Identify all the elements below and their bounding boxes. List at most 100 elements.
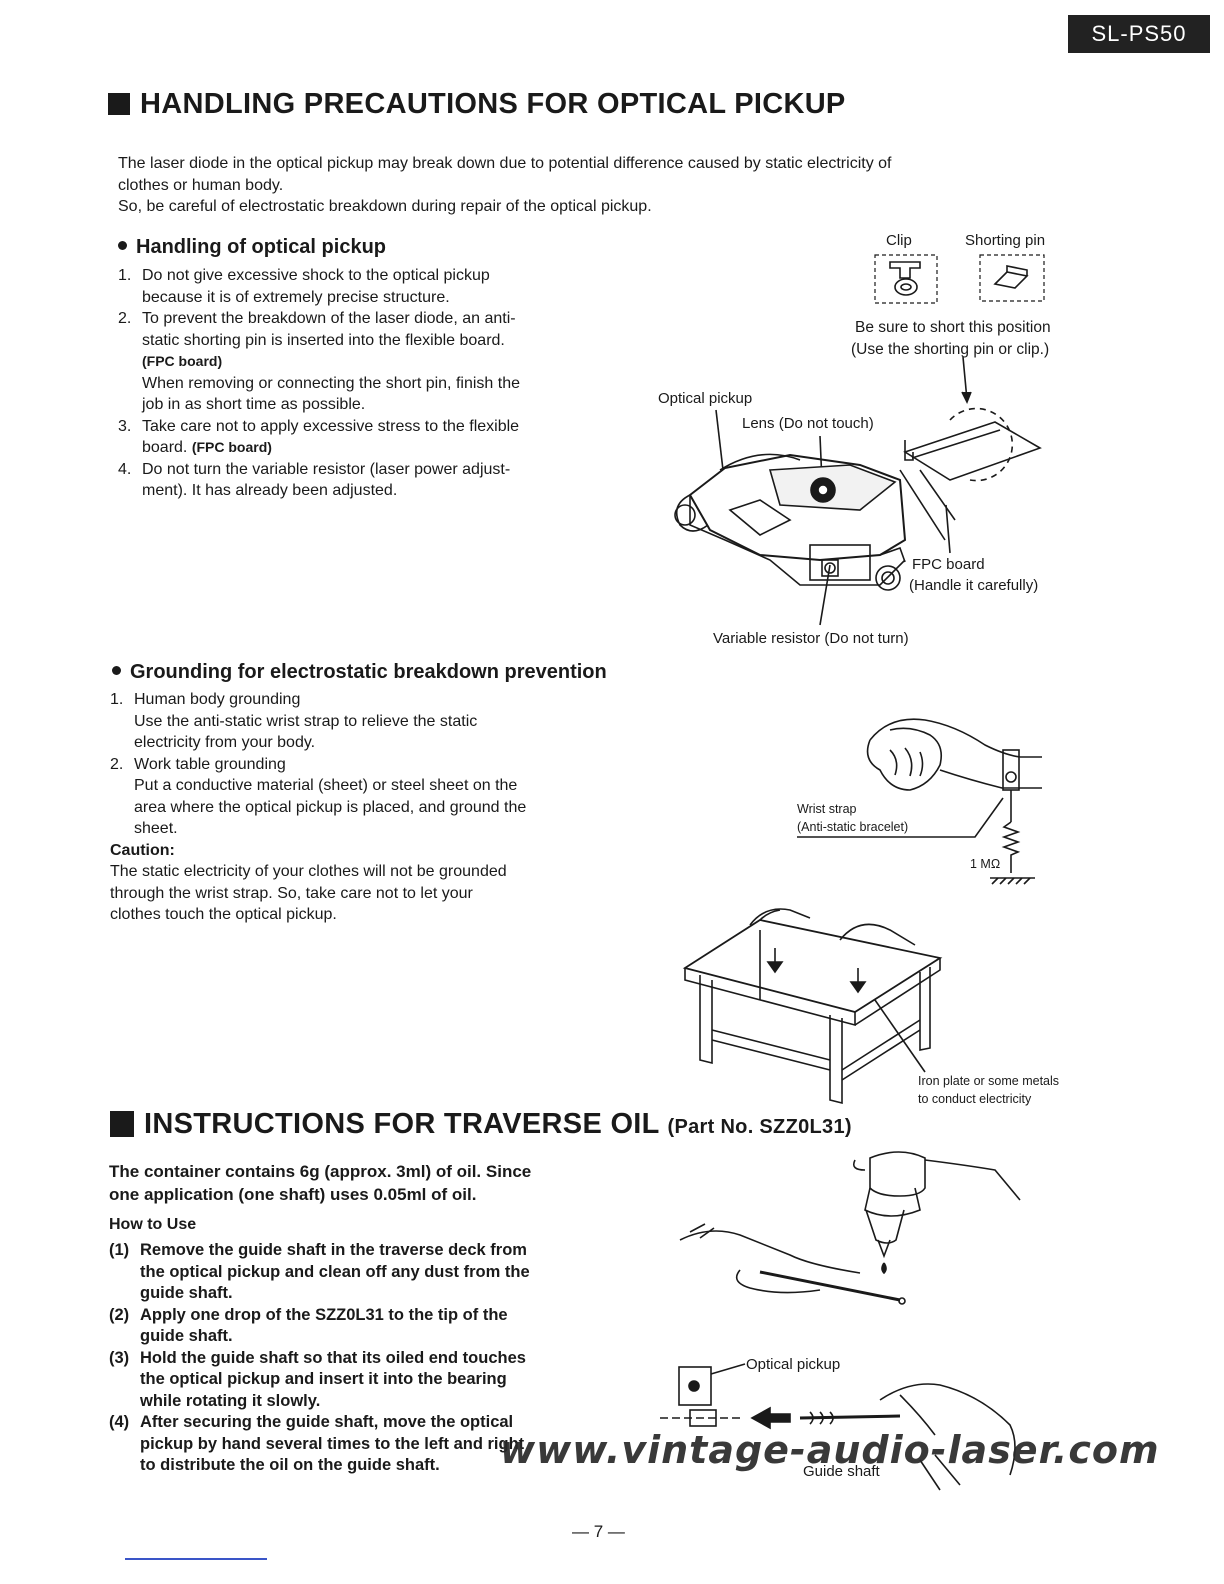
step-line: After securing the guide shaft, move the… (140, 1413, 514, 1431)
anti-static-label: (Anti-static bracelet) (797, 820, 909, 834)
step-line: pickup by hand several times to the left… (140, 1434, 525, 1453)
list-item: (2) Apply one drop of the SZZ0L31 to the… (109, 1305, 581, 1348)
step-line: the optical pickup and clean off any dus… (140, 1262, 530, 1281)
list-item: 4. Do not turn the variable resistor (la… (118, 459, 588, 502)
intro-line: So, be careful of electrostatic breakdow… (118, 198, 652, 215)
intro-line: one application (one shaft) uses 0.05ml … (109, 1185, 477, 1204)
list-item: 2. Work table grounding Put a conductive… (110, 754, 580, 840)
grounding-heading: Grounding for electrostatic breakdown pr… (112, 661, 607, 684)
section-title-text: HANDLING PRECAUTIONS FOR OPTICAL PICKUP (140, 88, 846, 120)
caution-label: Caution: (110, 841, 175, 859)
item-line: Take care not to apply excessive stress … (142, 417, 520, 435)
section-title-traverse-oil: INSTRUCTIONS FOR TRAVERSE OIL (Part No. … (110, 1108, 852, 1141)
item-tag: (FPC board) (142, 353, 223, 369)
item-number: 3. (118, 417, 132, 435)
item-number: 2. (118, 310, 132, 327)
wrist-strap-label: Wrist strap (797, 802, 857, 816)
fpc-label-line2: (Handle it carefully) (909, 577, 1039, 594)
caution-line: through the wrist strap. So, take care n… (110, 884, 473, 902)
item-line-text: board. (142, 439, 188, 456)
item-line: Do not give excessive shock to the optic… (142, 267, 490, 284)
grounding-heading-text: Grounding for electrostatic breakdown pr… (130, 661, 607, 683)
oil-intro: The container contains 6g (approx. 3ml) … (109, 1160, 589, 1206)
item-line: area where the optical pickup is placed,… (134, 798, 527, 816)
intro-line: clothes or human body. (118, 176, 284, 194)
list-item: 2. To prevent the breakdown of the laser… (118, 308, 588, 416)
step-line: guide shaft. (140, 1284, 233, 1302)
grounding-diagram (682, 718, 1042, 1105)
part-number: (Part No. SZZ0L31) (667, 1116, 852, 1138)
item-line: ment). It has already been adjusted. (142, 482, 398, 499)
item-number: 4. (118, 460, 132, 478)
step-line: the optical pickup and insert it into th… (140, 1370, 507, 1388)
item-line: Do not turn the variable resistor (laser… (142, 460, 511, 478)
iron-plate-label-line2: to conduct electricity (918, 1092, 1032, 1106)
item-number: 2. (110, 755, 124, 773)
section-title-handling: HANDLING PRECAUTIONS FOR OPTICAL PICKUP (108, 88, 846, 121)
bullet-icon (118, 241, 127, 250)
fpc-label-line1: FPC board (912, 556, 985, 573)
item-line: Put a conductive material (sheet) or ste… (134, 777, 518, 794)
iron-plate-label-line1: Iron plate or some metals (918, 1074, 1060, 1088)
item-title: Work table grounding (134, 755, 286, 773)
step-number: (4) (109, 1413, 130, 1431)
item-line: electricity from your body. (134, 734, 316, 751)
square-bullet-icon (110, 1111, 134, 1137)
footer-rule (125, 1558, 267, 1560)
optical-pickup-diagram (674, 254, 1045, 626)
variable-resistor-label: Variable resistor (Do not turn) (713, 630, 909, 647)
step-number: (3) (109, 1348, 130, 1367)
list-item: (1) Remove the guide shaft in the traver… (109, 1240, 581, 1305)
list-item: (3) Hold the guide shaft so that its oil… (109, 1348, 581, 1413)
list-item: 1. Do not give excessive shock to the op… (118, 265, 588, 308)
resistor-label: 1 MΩ (970, 857, 1001, 871)
step-line: guide shaft. (140, 1327, 233, 1345)
step-line: Hold the guide shaft so that its oiled e… (140, 1348, 526, 1367)
list-item: 1. Human body grounding Use the anti-sta… (110, 689, 580, 754)
caution-line: clothes touch the optical pickup. (110, 906, 337, 923)
list-item: 3. Take care not to apply excessive stre… (118, 416, 588, 459)
steps-list: (1) Remove the guide shaft in the traver… (109, 1240, 581, 1477)
handling-list: 1. Do not give excessive shock to the op… (118, 265, 588, 502)
item-tag: (FPC board) (191, 439, 272, 455)
figure3-optical-pickup-label: Optical pickup (746, 1356, 841, 1373)
item-title: Human body grounding (134, 691, 301, 708)
item-line: because it is of extremely precise struc… (142, 288, 450, 306)
optical-pickup-label: Optical pickup (658, 390, 753, 407)
item-line: sheet. (134, 820, 178, 837)
item-line: static shorting pin is inserted into the… (142, 331, 505, 349)
guide-shaft-label: Guide shaft (803, 1463, 880, 1480)
item-line: When removing or connecting the short pi… (142, 374, 520, 392)
section-title-text: INSTRUCTIONS FOR TRAVERSE OIL (144, 1108, 660, 1140)
model-badge: SL-PS50 (1068, 15, 1210, 53)
shorting-pin-label: Shorting pin (965, 232, 1046, 249)
step-line: while rotating it slowly. (140, 1391, 321, 1410)
square-bullet-icon (108, 93, 130, 115)
clip-label: Clip (886, 232, 912, 249)
step-number: (1) (109, 1241, 130, 1259)
handling-heading-text: Handling of optical pickup (136, 236, 386, 258)
caution-line: The static electricity of your clothes w… (110, 863, 507, 880)
item-line: board. (FPC board) (142, 437, 588, 459)
short-note-line2: (Use the shorting pin or clip.) (851, 341, 1050, 358)
item-number: 1. (118, 267, 132, 284)
list-item: (4) After securing the guide shaft, move… (109, 1412, 581, 1477)
step-line: Apply one drop of the SZZ0L31 to the tip… (140, 1305, 508, 1324)
handling-heading: Handling of optical pickup (118, 236, 386, 259)
intro-line: The container contains 6g (approx. 3ml) … (109, 1162, 532, 1181)
intro-line: The laser diode in the optical pickup ma… (118, 155, 892, 172)
step-line: Remove the guide shaft in the traverse d… (140, 1241, 527, 1259)
item-number: 1. (110, 691, 124, 708)
item-line: To prevent the breakdown of the laser di… (142, 310, 516, 327)
how-to-heading: How to Use (109, 1216, 197, 1233)
step-line: to distribute the oil on the guide shaft… (140, 1456, 440, 1474)
grounding-list: 1. Human body grounding Use the anti-sta… (110, 689, 580, 926)
page-number: — 7 — (572, 1522, 625, 1541)
intro-paragraph: The laser diode in the optical pickup ma… (118, 153, 1078, 218)
short-note-line1: Be sure to short this position (855, 319, 1051, 336)
step-number: (2) (109, 1305, 130, 1324)
lens-label: Lens (Do not touch) (742, 415, 874, 432)
model-label: SL-PS50 (1091, 21, 1187, 46)
watermark: www.vintage-audio-laser.com (500, 1428, 1160, 1472)
